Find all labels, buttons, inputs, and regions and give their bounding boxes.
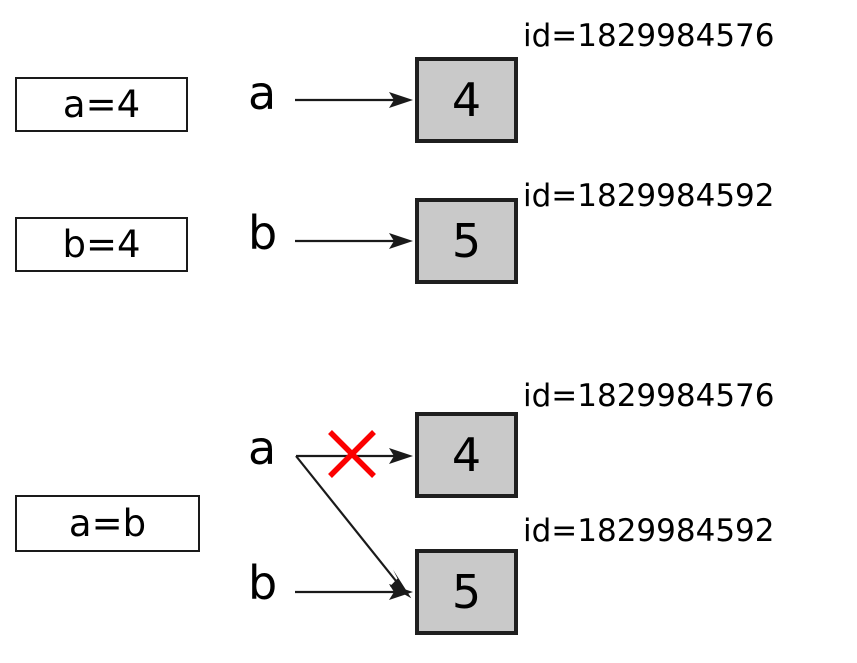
- variable-label-a-step-1: a: [248, 66, 277, 120]
- memory-box-4-step-1: 4: [415, 57, 518, 143]
- id-label-step-2: id=1829984592: [523, 178, 775, 214]
- arrow-b-to-box5-step-3: [295, 584, 413, 600]
- memory-value-5-step-3: 5: [451, 565, 482, 619]
- variable-label-b-step-3: b: [248, 556, 278, 610]
- arrow-a-to-box4-step-1: [295, 92, 413, 108]
- memory-value-4-step-3: 4: [451, 428, 482, 482]
- code-text-step-2: b=4: [62, 223, 141, 266]
- code-box-step-1: a=4: [15, 77, 188, 132]
- code-box-step-2: b=4: [15, 217, 188, 272]
- memory-box-4-step-3: 4: [415, 412, 518, 498]
- memory-box-5-step-3: 5: [415, 549, 518, 635]
- variable-label-a-step-3: a: [248, 421, 277, 475]
- code-text-step-3: a=b: [68, 502, 147, 545]
- code-text-step-1: a=4: [62, 83, 141, 126]
- id-label-step-1: id=1829984576: [523, 18, 775, 54]
- arrow-a-to-box5-step-3: [295, 455, 412, 599]
- id-label-4-step-3: id=1829984576: [523, 378, 775, 414]
- memory-value-step-1: 4: [451, 73, 482, 127]
- variable-label-b-step-2: b: [248, 206, 278, 260]
- memory-box-5-step-2: 5: [415, 198, 518, 284]
- arrow-a-to-box4-step-3-broken: [296, 448, 413, 464]
- red-x-icon: [328, 430, 376, 478]
- id-label-5-step-3: id=1829984592: [523, 513, 775, 549]
- memory-value-step-2: 5: [451, 214, 482, 268]
- code-box-step-3: a=b: [15, 495, 200, 552]
- arrow-b-to-box5-step-2: [295, 233, 413, 249]
